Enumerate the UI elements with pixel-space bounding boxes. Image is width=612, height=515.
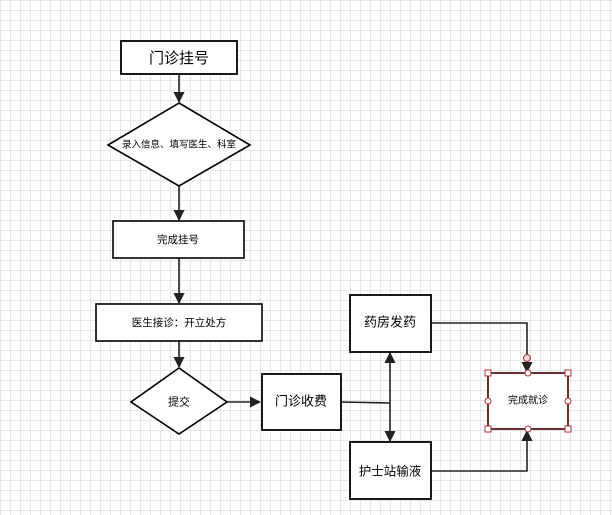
edge-billing-to-junction	[340, 401, 391, 404]
node-billing[interactable]: 门诊收费	[261, 373, 342, 431]
node-pharmacy[interactable]: 药房发药	[349, 294, 432, 353]
node-finish-visit[interactable]: 完成就诊	[484, 354, 572, 433]
rotate-handle[interactable]	[523, 354, 531, 362]
selection-handle[interactable]	[484, 369, 492, 377]
selection-handle[interactable]	[564, 369, 572, 377]
connection-point[interactable]	[524, 369, 532, 377]
connection-point[interactable]	[564, 397, 572, 405]
connection-point[interactable]	[484, 397, 492, 405]
selection-handle[interactable]	[484, 425, 492, 433]
node-finish-visit-label: 完成就诊	[508, 394, 548, 407]
node-nurse-station-label: 护士站输液	[359, 464, 422, 479]
connection-point[interactable]	[524, 425, 532, 433]
node-registration-label: 门诊挂号	[149, 49, 209, 67]
node-finish-registration-label: 完成挂号	[157, 233, 199, 246]
node-nurse-station[interactable]: 护士站输液	[349, 441, 432, 500]
node-submit-label: 提交	[168, 395, 190, 409]
node-finish-registration[interactable]: 完成挂号	[112, 220, 245, 259]
node-billing-label: 门诊收费	[275, 395, 327, 410]
node-registration[interactable]: 门诊挂号	[120, 40, 238, 75]
node-enter-info[interactable]: 录入信息、填写医生、科室	[106, 102, 252, 187]
node-submit[interactable]: 提交	[129, 367, 229, 435]
node-doctor-visit-label: 医生接诊：开立处方	[132, 316, 227, 329]
selection-handle[interactable]	[564, 425, 572, 433]
node-doctor-visit[interactable]: 医生接诊：开立处方	[95, 303, 263, 342]
edge-nurse-station-to-finish	[431, 429, 533, 472]
node-pharmacy-label: 药房发药	[364, 315, 416, 331]
edge-pharmacy-to-finish	[431, 322, 533, 374]
node-enter-info-label: 录入信息、填写医生、科室	[122, 139, 236, 151]
